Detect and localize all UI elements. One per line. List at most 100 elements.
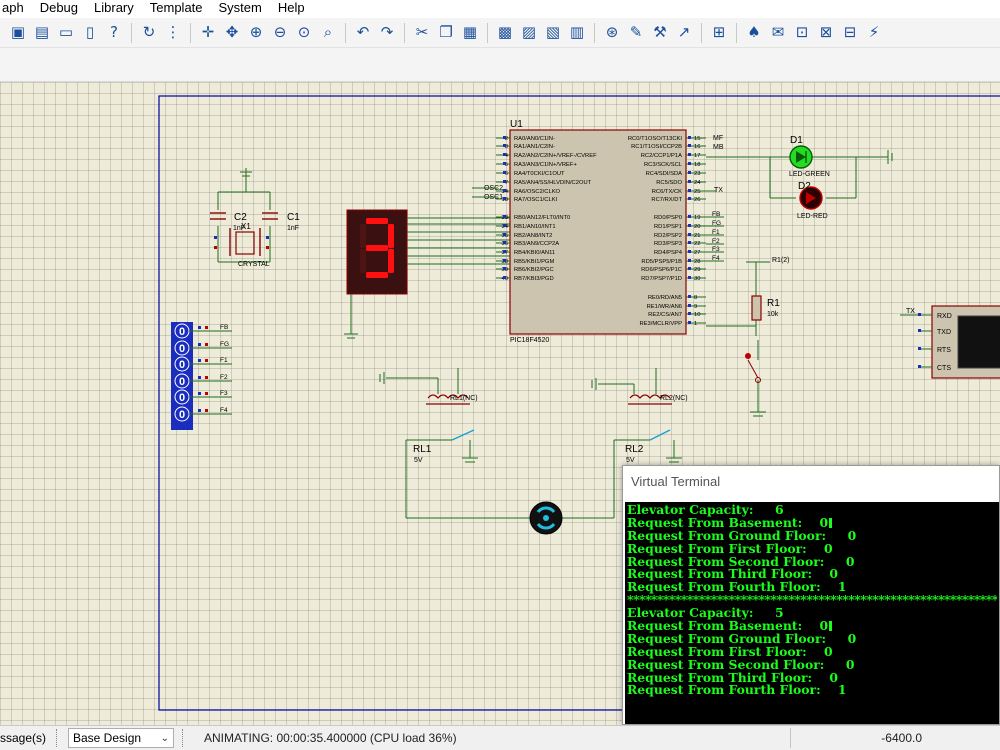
block-move-icon[interactable]: ▨ (521, 23, 537, 41)
menu-item-system[interactable]: System (218, 0, 262, 15)
request-label: Request From Ground Floor: (627, 527, 827, 543)
refresh-icon[interactable]: ↻ (142, 23, 156, 41)
paste-icon[interactable]: ▦ (462, 23, 478, 41)
r1-resistor[interactable] (751, 295, 762, 321)
grid-icon[interactable]: ⋮ (165, 23, 181, 41)
menu-item-library[interactable]: Library (94, 0, 134, 15)
x1-value: CRYSTAL (238, 261, 270, 268)
schematic-workspace[interactable]: C2 1nF C1 1nF X1 CRYSTAL 3 U1 (0, 82, 1000, 725)
pin-marker (214, 246, 217, 249)
help-icon[interactable]: ? (110, 23, 118, 41)
chevron-down-icon: ⌄ (160, 732, 169, 744)
terminal-cursor (829, 517, 833, 528)
copy-icon[interactable]: ❐ (439, 23, 453, 41)
toolbar-separator (345, 22, 346, 43)
pin-state (688, 295, 691, 298)
d2-led-red[interactable] (799, 186, 823, 210)
layer-select[interactable]: Base Design ⌄ (68, 728, 174, 748)
pin-name: RE0/RD/AN5 (648, 295, 682, 301)
pin-state (205, 376, 208, 379)
search-icon[interactable]: ♠ (747, 23, 761, 41)
logic-state-value: 0 (179, 343, 185, 355)
pin-name: RA7/OSC1/CLKI (514, 197, 558, 203)
pin-name: RA1/AN1/C2IN- (514, 144, 555, 150)
zoom-out-icon[interactable]: ⊖ (273, 23, 287, 41)
crystal-x1[interactable] (235, 231, 255, 255)
decompose-icon[interactable]: ⚒ (653, 23, 667, 41)
block-copy-icon[interactable]: ▩ (497, 23, 513, 41)
request-value: 0 (824, 643, 833, 659)
request-label: Request From Basement: (627, 618, 803, 634)
floor-net-label: F3 (220, 390, 228, 397)
schematic-canvas[interactable]: C2 1nF C1 1nF X1 CRYSTAL 3 U1 (0, 82, 1000, 725)
request-value: 0 (845, 656, 855, 672)
status-divider (790, 728, 791, 748)
zoom-in-icon[interactable]: ⊕ (249, 23, 263, 41)
pin-number: 23 (694, 171, 700, 177)
reset-button[interactable] (745, 353, 751, 359)
wire-autorouter-icon[interactable]: ↗ (677, 23, 691, 41)
rd-net-label: F1 (712, 229, 720, 236)
pin-name: RD0/PSP0 (654, 215, 682, 221)
u1-ref: U1 (510, 119, 523, 130)
virtual-terminal-title[interactable]: Virtual Terminal (623, 466, 999, 498)
rd-net-label: FB (712, 211, 720, 218)
block-delete-icon[interactable]: ▥ (569, 23, 585, 41)
pin-state (503, 162, 506, 165)
pan-icon[interactable]: ✥ (225, 23, 239, 41)
d1-led-green[interactable] (789, 145, 813, 169)
block-rotate-icon[interactable]: ▧ (545, 23, 561, 41)
segment-f (360, 224, 366, 248)
menu-item-template[interactable]: Template (149, 0, 203, 15)
request-label: Request From Third Floor: (627, 669, 813, 685)
logic-state-value: 0 (179, 409, 185, 421)
pick-device-icon[interactable]: ⊛ (605, 23, 619, 41)
terminal-request-line: Request From Basement: 0 (627, 618, 997, 634)
toolbar-strip (0, 48, 1000, 82)
make-device-icon[interactable]: ✎ (629, 23, 643, 41)
pin-state (503, 259, 506, 262)
message-count[interactable]: ssage(s) (0, 731, 47, 745)
c1-ref: C1 (287, 212, 300, 223)
electrical-check-icon[interactable]: ⚡ (868, 23, 880, 41)
zoom-all-icon[interactable]: ⊙ (297, 23, 311, 41)
netlist-icon[interactable]: ⊟ (843, 23, 857, 41)
virtual-terminal-symbol[interactable] (931, 305, 1000, 379)
rl2-relay[interactable] (562, 368, 682, 519)
menu-item-aph[interactable]: aph (2, 0, 24, 15)
cut-icon[interactable]: ✂ (415, 23, 429, 41)
pin-name: RB3/AN9/CCP2A (514, 241, 559, 247)
logic-state-value: 0 (179, 376, 185, 388)
bom-icon[interactable]: ▭ (58, 23, 74, 41)
c2-capacitor[interactable] (210, 212, 226, 220)
pin-state (205, 392, 208, 395)
segment-b (388, 224, 394, 248)
toolbar-separator (487, 22, 488, 43)
remove-sheet-icon[interactable]: ⊠ (819, 23, 833, 41)
schematic-icon[interactable]: ▣ (10, 23, 26, 41)
design-explorer-icon[interactable]: ⊞ (712, 23, 726, 41)
report-icon[interactable]: ▯ (85, 23, 95, 41)
pin-state (503, 136, 506, 139)
seven-segment-display[interactable] (344, 209, 510, 339)
c1-capacitor[interactable] (262, 212, 278, 220)
terminal-request-line: Request From Ground Floor: 0 (627, 527, 997, 543)
redo-icon[interactable]: ↷ (380, 23, 394, 41)
pin-number: 21 (694, 233, 700, 239)
rl1-relay[interactable] (379, 368, 530, 519)
u1-microcontroller[interactable] (509, 129, 687, 335)
undo-icon[interactable]: ↶ (356, 23, 370, 41)
pin-state (503, 267, 506, 270)
new-sheet-icon[interactable]: ⊡ (795, 23, 809, 41)
pcb-icon[interactable]: ▤ (34, 23, 50, 41)
oscillator-circuit[interactable] (217, 168, 271, 263)
zoom-area-icon[interactable]: ⌕ (323, 23, 333, 41)
dc-motor[interactable] (529, 501, 563, 535)
menu-item-debug[interactable]: Debug (39, 0, 79, 15)
property-assign-icon[interactable]: ✉ (771, 23, 785, 41)
menu-item-help[interactable]: Help (277, 0, 305, 15)
origin-icon[interactable]: ✛ (201, 23, 215, 41)
